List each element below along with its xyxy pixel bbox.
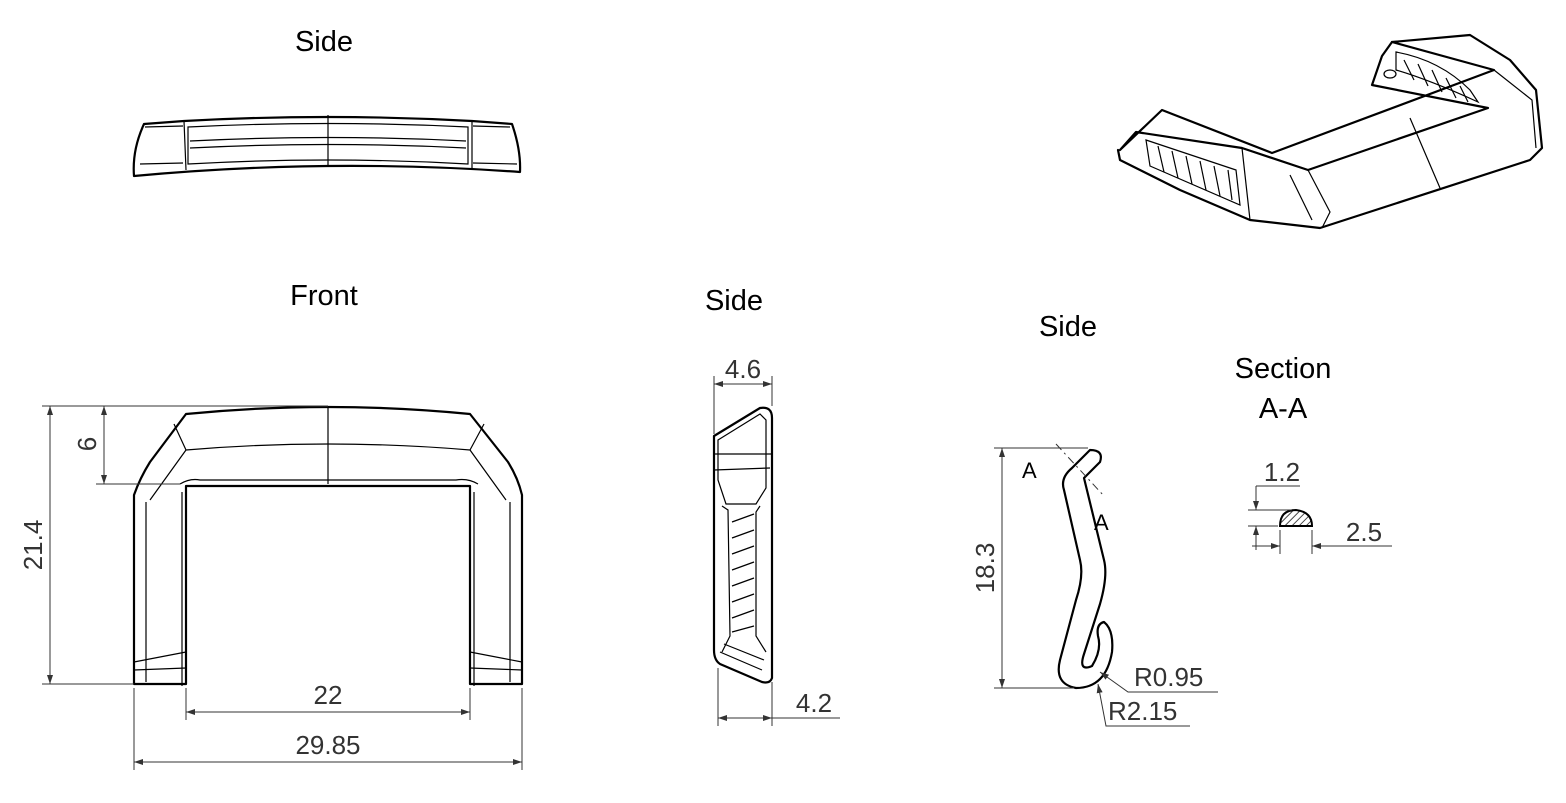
dim-section-thickness: 1.2 <box>1264 457 1300 487</box>
side-top-view <box>132 115 522 178</box>
section-a-a-view: 1.2 2.5 <box>1248 457 1392 554</box>
isometric-view <box>1116 33 1544 230</box>
dim-front-outer-width: 29.85 <box>295 730 360 760</box>
view-title-side-top: Side <box>295 26 353 58</box>
dim-front-height: 21.4 <box>18 520 48 571</box>
side-middle-view: 4.6 4.2 <box>712 354 840 726</box>
view-title-front: Front <box>290 280 358 312</box>
dim-front-top: 6 <box>72 437 102 451</box>
dim-side-top-width: 4.6 <box>725 354 761 384</box>
dim-profile-height: 18.3 <box>970 543 1000 594</box>
section-marker-lower: A <box>1094 510 1109 535</box>
side-profile-view: A A 18.3 R0.95 R2.15 <box>970 443 1218 727</box>
section-title-line2: A-A <box>1259 393 1308 425</box>
dim-radius-outer: R2.15 <box>1108 696 1177 726</box>
front-view: 21.4 6 22 29.85 <box>18 405 524 770</box>
section-title-line1: Section <box>1235 353 1332 385</box>
dim-section-width: 2.5 <box>1346 517 1382 547</box>
section-marker-upper: A <box>1022 458 1037 483</box>
view-title-side-middle: Side <box>705 285 763 317</box>
dim-front-inner-width: 22 <box>314 680 343 710</box>
dim-radius-inner: R0.95 <box>1134 662 1203 692</box>
dim-side-bottom-width: 4.2 <box>796 688 832 718</box>
view-title-side-profile: Side <box>1039 311 1097 343</box>
